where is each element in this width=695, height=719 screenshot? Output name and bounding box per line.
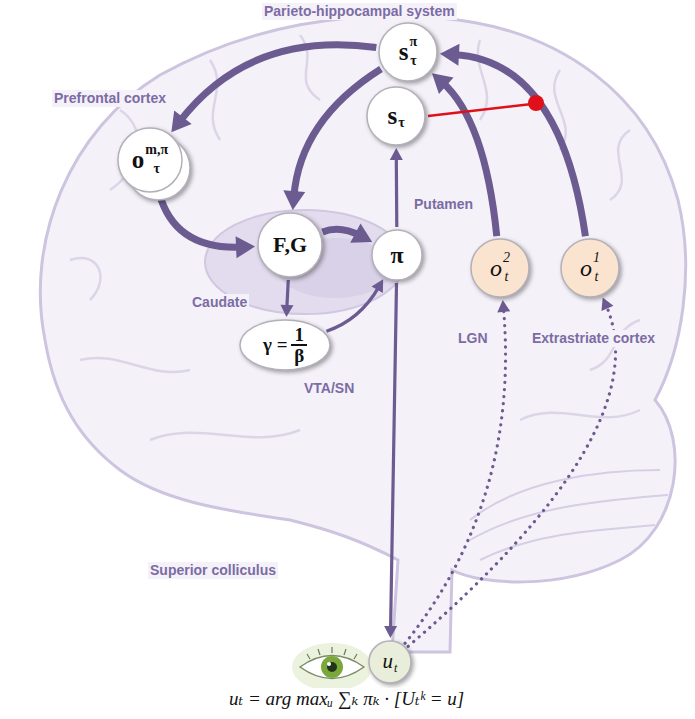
observation-node: o2 t [470,238,530,298]
arrow-head [390,148,403,160]
connector-arrow [327,279,384,331]
node-symbol: s [387,102,397,130]
observation-node: o1 t [560,238,620,298]
region-label: VTA/SN [302,380,356,397]
arrow-head [350,223,372,242]
node-symbol: s [399,38,409,66]
subscript: τ [398,116,404,131]
connector-line [395,156,399,227]
connector-arrow [322,223,372,242]
node-symbol: F,G [273,233,307,257]
node-symbol: π [390,242,403,268]
region-label: Superior colliculus [148,562,278,579]
modulation-dot [528,95,544,111]
subscript: t [505,270,509,285]
node-symbol: o [490,255,502,281]
fraction-denominator: β [294,346,304,365]
connector-arrow [159,194,255,259]
connector-line [327,287,379,332]
eye-icon [292,643,372,691]
free-energy-node: F,G [257,212,323,278]
equation: uₜ = arg maxᵤ ∑ₖ πₖ · [Uₜᵏ = u] [227,688,466,711]
precision-ellipse: γ =1β [239,319,331,371]
connector-arrow [283,69,381,210]
arrow-head [432,73,454,94]
region-label: Caudate [190,294,249,311]
subscript: τ [154,162,160,177]
connector-arrow [281,280,294,317]
brain-outline [40,16,685,652]
subscript: t [595,270,599,285]
arrow-head [601,297,613,311]
arrow-head [281,305,294,317]
arrow-head [236,236,255,258]
subscript: t [394,662,397,675]
arrow-head [497,300,510,313]
node-symbol: u [383,650,394,673]
policy-node: π [371,229,423,281]
arrow-head [372,279,384,293]
cerebellum-folia [470,470,668,560]
region-label: Prefrontal cortex [52,90,168,107]
node-symbol: γ = [263,335,287,356]
subscript: τ [410,54,416,69]
region-label: LGN [456,330,490,347]
dotted-arrow [405,300,510,643]
connector-line [179,45,376,122]
dotted-arrow [408,297,615,646]
arrow-head [283,190,305,210]
connector-arrow [390,148,403,227]
superscript: 2 [503,251,510,266]
superscript: m,π [145,143,168,158]
connector-line [294,69,381,197]
region-label: Putamen [412,196,475,213]
arrow-head [171,110,191,132]
superscript: 1 [593,251,600,266]
superscript: π [410,35,418,50]
hidden-state-policy-node: sπτ [378,22,438,82]
arrow-head [440,44,460,66]
hidden-state-node: sτ [366,86,426,146]
connector-line [391,283,397,630]
connector-arrow [171,45,376,133]
connector-arrow [384,283,397,638]
connector-line [159,194,241,248]
connector-line [287,280,288,309]
node-symbol: o [132,146,145,174]
fraction-numerator: 1 [291,325,307,346]
connector-line [405,308,506,643]
node-symbol: o [580,255,592,281]
connector-line [408,305,615,646]
node-outline [117,127,183,193]
region-label: Extrastriate cortex [530,330,657,347]
arrow-head [384,626,397,638]
action-node: ut [368,640,412,684]
region-label: Parieto-hippocampal system [262,3,457,20]
connector-line [442,82,497,236]
modulation-line [428,104,532,116]
outcome-expectation-node: om,π τ [117,127,183,193]
